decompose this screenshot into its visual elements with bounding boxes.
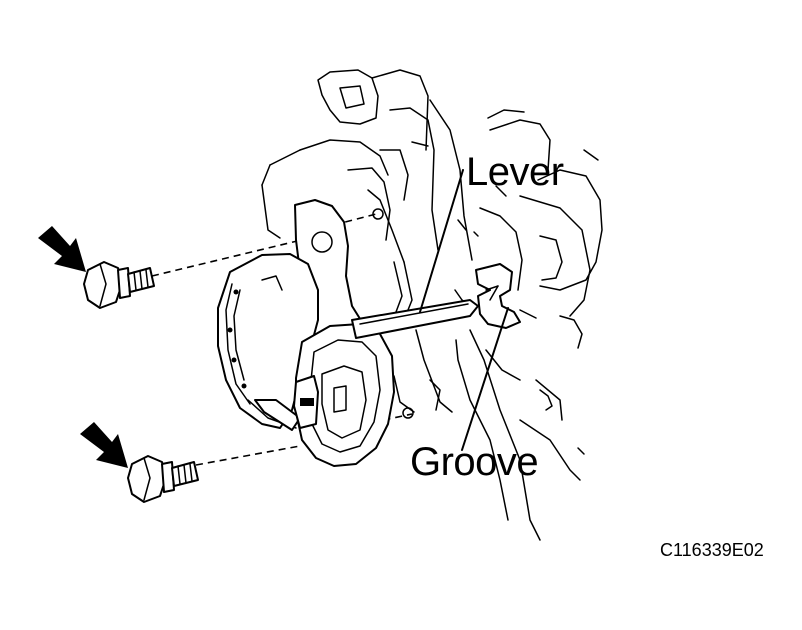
sensor-connector	[293, 323, 395, 467]
throttle-body-background	[261, 69, 603, 541]
leader-lines	[419, 169, 509, 451]
figure-code: C116339E02	[660, 540, 764, 560]
groove-label: Groove	[410, 440, 539, 484]
upper-bolt-icon	[83, 261, 155, 309]
throttle-position-sensor	[217, 199, 363, 431]
sensor-lever	[351, 299, 479, 339]
groove-bracket	[475, 263, 521, 329]
lower-arrow-icon	[80, 422, 128, 468]
upper-arrow-icon	[38, 226, 86, 272]
lower-bolt-icon	[127, 455, 199, 503]
lever-label: Lever	[466, 150, 564, 194]
